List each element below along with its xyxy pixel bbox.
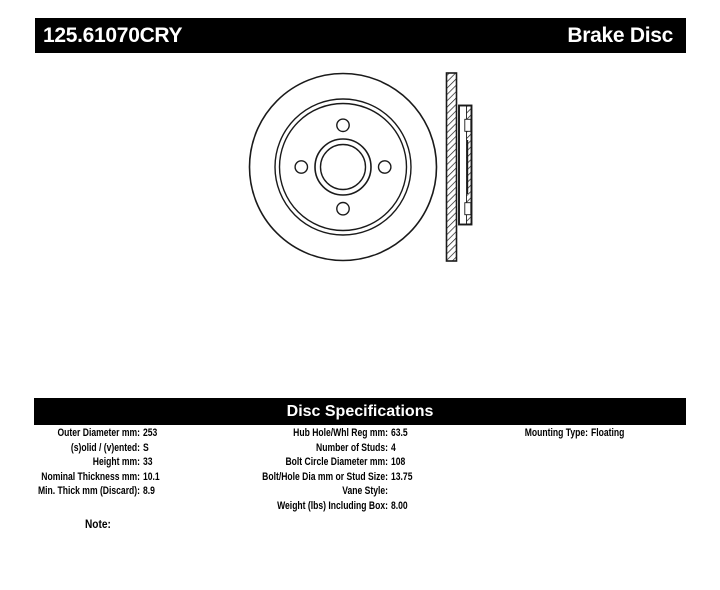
product-title: Brake Disc bbox=[567, 24, 673, 47]
bolt-hole-left bbox=[294, 160, 309, 174]
rotor-section-hatched bbox=[445, 72, 458, 262]
spec-row-nominal-thickness: Nominal Thickness mm:10.1 bbox=[0, 470, 720, 485]
spec-label: Bolt Circle Diameter mm: bbox=[285, 456, 388, 469]
spec-value: 253 bbox=[143, 427, 158, 439]
spec-label: Weight (lbs) Including Box: bbox=[277, 499, 388, 512]
spec-header-bar: Disc Specifications bbox=[34, 398, 686, 425]
hub-ring-circle bbox=[314, 138, 372, 196]
spec-row-vane-style: Vane Style: bbox=[0, 484, 720, 499]
spec-section-title: Disc Specifications bbox=[286, 402, 434, 420]
spec-row-number-of-studs: Number of Studs:4 bbox=[0, 441, 720, 456]
spec-value: Floating bbox=[591, 427, 625, 439]
bolt-hole-bottom bbox=[336, 201, 350, 216]
spec-label: (s)olid / (v)ented: bbox=[70, 441, 140, 454]
spec-row-min-thick: Min. Thick mm (Discard):8.9 bbox=[0, 484, 720, 499]
spec-row-mounting-type: Mounting Type:Floating bbox=[0, 426, 720, 441]
spec-row-hub-hole: Hub Hole/Whl Reg mm:63.5 bbox=[0, 426, 720, 441]
disc-front-view bbox=[248, 72, 438, 262]
spec-column-left: Outer Diameter mm:253 (s)olid / (v)ented… bbox=[0, 426, 720, 499]
spec-row-weight: Weight (lbs) Including Box:8.00 bbox=[0, 499, 720, 514]
hat-circle bbox=[278, 102, 408, 232]
part-number: 125.61070CRY bbox=[43, 24, 183, 47]
braking-surface-inner-circle bbox=[274, 98, 412, 236]
spec-value: 10.1 bbox=[143, 470, 160, 483]
spec-label: Mounting Type: bbox=[524, 427, 588, 439]
spec-row-bolt-circle-diameter: Bolt Circle Diameter mm:108 bbox=[0, 455, 720, 470]
spec-label: Min. Thick mm (Discard): bbox=[37, 485, 140, 498]
bolt-hole-top bbox=[336, 118, 350, 133]
bolt-hole-right bbox=[377, 160, 392, 174]
spec-value: 33 bbox=[143, 456, 153, 469]
spec-label: Nominal Thickness mm: bbox=[41, 470, 140, 483]
header-bar: 125.61070CRY Brake Disc bbox=[35, 18, 686, 53]
spec-label: Bolt/Hole Dia mm or Stud Size: bbox=[262, 470, 388, 483]
note-label: Note: bbox=[85, 519, 111, 531]
spec-label: Height mm: bbox=[92, 456, 140, 469]
spec-label: Vane Style: bbox=[342, 485, 388, 498]
spec-column-right: Mounting Type:Floating bbox=[0, 426, 720, 441]
spec-value: 13.75 bbox=[391, 470, 413, 483]
spec-row-outer-diameter: Outer Diameter mm:253 bbox=[0, 426, 720, 441]
spec-column-middle: Hub Hole/Whl Reg mm:63.5 Number of Studs… bbox=[0, 426, 720, 514]
spec-value: 63.5 bbox=[391, 427, 408, 439]
spec-row-height: Height mm:33 bbox=[0, 455, 720, 470]
spec-value: 8.00 bbox=[391, 499, 408, 512]
spec-value: 4 bbox=[391, 441, 396, 454]
section-bolt-hole-top bbox=[464, 118, 472, 132]
spec-value: 108 bbox=[391, 456, 406, 469]
spec-row-solid-vented: (s)olid / (v)ented:S bbox=[0, 441, 720, 456]
outer-edge-circle bbox=[248, 72, 438, 262]
disc-cross-section bbox=[445, 72, 473, 262]
hat-wall-hatched bbox=[466, 105, 472, 225]
spec-label: Hub Hole/Whl Reg mm: bbox=[293, 427, 388, 439]
spec-value: S bbox=[143, 441, 149, 454]
spec-label: Outer Diameter mm: bbox=[57, 427, 140, 439]
hub-hole-circle bbox=[319, 143, 367, 191]
spec-row-bolt-hole-dia: Bolt/Hole Dia mm or Stud Size:13.75 bbox=[0, 470, 720, 485]
spec-value: 8.9 bbox=[143, 485, 155, 498]
section-bolt-hole-bottom bbox=[464, 202, 472, 216]
spec-label: Number of Studs: bbox=[316, 441, 388, 454]
